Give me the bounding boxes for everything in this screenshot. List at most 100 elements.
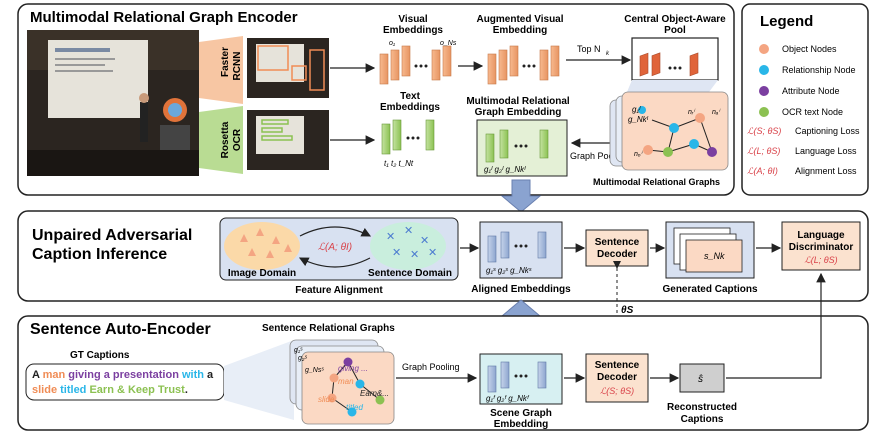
svg-text:g₁ᴵ: g₁ᴵ bbox=[632, 105, 641, 114]
inference-title-2: Caption Inference bbox=[32, 246, 167, 263]
caption-word-1-1: titled bbox=[60, 384, 89, 396]
text-embeddings-label-1: Text bbox=[400, 91, 420, 102]
arrow-reconstructed-to-discriminator bbox=[726, 272, 826, 379]
rosetta-ocr-block bbox=[199, 106, 243, 174]
augmented-label-1: Augmented Visual bbox=[476, 14, 563, 25]
ae-graph-pooling-label: Graph Pooling bbox=[402, 362, 460, 372]
augmented-label-2: Embedding bbox=[493, 25, 547, 36]
discriminator-label-1: Language bbox=[797, 230, 845, 241]
aligned-sub-labels: g₁ˢ g₂ˢ g_Nkˢ bbox=[486, 266, 532, 275]
caption-word-1-2: Earn & Keep Trust bbox=[89, 384, 185, 396]
generated-card-front bbox=[685, 239, 743, 273]
caption-word-0-1: man bbox=[43, 369, 69, 381]
ae-decoder-label-1: Sentence bbox=[595, 360, 640, 371]
mrg-embedding-label-1: Multimodal Relational bbox=[466, 96, 570, 107]
alignment-loss: ℒ(A; θI) bbox=[318, 242, 352, 253]
visual-embedding-bars bbox=[379, 45, 452, 85]
theta-label: θS bbox=[621, 305, 634, 316]
text-embedding-bars bbox=[381, 119, 435, 155]
image-domain-label: Image Domain bbox=[228, 268, 296, 279]
encoder-title: Multimodal Relational Graph Encoder bbox=[30, 9, 298, 26]
inference-decoder-box bbox=[585, 229, 649, 267]
autoencoder-title: Sentence Auto-Encoder bbox=[30, 321, 211, 338]
svg-text:nᵣⁱ: nᵣⁱ bbox=[688, 108, 696, 116]
multimodal-relational-graphs: g₁ᴵ g_Nkᴵ nᵣⁱ nₐⁱ nₒⁱ bbox=[609, 91, 729, 171]
inference-decoder-label-2: Decoder bbox=[597, 249, 637, 260]
central-pool-label-2: Pool bbox=[664, 25, 686, 36]
caption-word-1-0: slide bbox=[32, 384, 60, 396]
faster-rcnn-block bbox=[199, 36, 243, 104]
ae-decoder-box bbox=[585, 353, 649, 403]
legend-dot-0 bbox=[759, 44, 769, 54]
gt-captions-label: GT Captions bbox=[70, 350, 130, 361]
visual-embeddings-label-2: Embeddings bbox=[383, 25, 443, 36]
legend-loss-math-0: ℒ(S; θS) bbox=[747, 126, 781, 136]
aligned-embeddings-label: Aligned Embeddings bbox=[471, 284, 571, 295]
node-word-titled: titled bbox=[346, 403, 363, 412]
svg-text:✕: ✕ bbox=[410, 249, 419, 261]
node-word-slide: slide bbox=[318, 395, 335, 404]
rosetta-label-2: OCR bbox=[232, 128, 243, 151]
legend-loss-label-2: Alignment Loss bbox=[795, 166, 857, 176]
generated-card-label: s_Nk bbox=[704, 251, 725, 261]
caption-word-0-4: a bbox=[207, 369, 214, 381]
svg-text:✕: ✕ bbox=[392, 247, 401, 259]
aligned-embedding-bars bbox=[487, 231, 547, 263]
ocr-thumbnail bbox=[247, 110, 329, 170]
legend-dot-2 bbox=[759, 86, 769, 96]
legend-loss-math-1: ℒ(L; θS) bbox=[747, 146, 780, 156]
legend-title: Legend bbox=[760, 13, 813, 30]
top-nk-subscript: k bbox=[606, 51, 610, 57]
svg-text:g₁ˢ: g₁ˢ bbox=[294, 347, 303, 354]
inference-title-1: Unpaired Adversarial bbox=[32, 227, 192, 244]
sentence-graphs-label: Sentence Relational Graphs bbox=[262, 323, 395, 334]
scene-sub-labels: g₁ᶠ g₂ᶠ g_Nkᶠ bbox=[486, 394, 530, 403]
discriminator-loss: ℒ(L; θS) bbox=[804, 255, 837, 265]
legend-dot-1 bbox=[759, 65, 769, 75]
reconstructed-symbol: ŝ bbox=[698, 374, 703, 385]
svg-text:g_Nsˢ: g_Nsˢ bbox=[305, 367, 324, 374]
visual-embeddings-label-1: Visual bbox=[398, 14, 427, 25]
scene-embedding-label-2: Embedding bbox=[494, 419, 548, 430]
legend-loss-math-2: ℒ(A; θI) bbox=[747, 166, 778, 176]
node-word-earn: Earn&... bbox=[360, 389, 389, 398]
faster-rcnn-label-1: Faster bbox=[220, 47, 231, 77]
mrg-label: Multimodal Relational Graphs bbox=[593, 177, 720, 187]
mrg-embedding-label-2: Graph Embedding bbox=[475, 107, 562, 118]
legend-label-3: OCR text Node bbox=[782, 107, 843, 117]
legend-loss-label-1: Language Loss bbox=[795, 146, 857, 156]
visual-sub-1: o₁ bbox=[389, 40, 396, 47]
scene-embedding-bars bbox=[487, 361, 547, 393]
feature-alignment-label: Feature Alignment bbox=[295, 285, 383, 296]
svg-text:nₐⁱ: nₐⁱ bbox=[712, 108, 721, 116]
reconstructed-label-2: Captions bbox=[681, 414, 724, 425]
node-word-giving: giving ... bbox=[338, 364, 368, 373]
mrg-embedding-bars bbox=[485, 129, 549, 163]
central-pool-label-1: Central Object-Aware bbox=[624, 14, 726, 25]
rcnn-thumbnail bbox=[247, 38, 329, 98]
node-word-man: man bbox=[338, 377, 354, 386]
legend-label-1: Relationship Node bbox=[782, 65, 856, 75]
svg-text:g_Nkᴵ: g_Nkᴵ bbox=[628, 115, 649, 124]
augmented-embedding-bars bbox=[487, 45, 560, 85]
caption-word-0-3: with bbox=[181, 369, 207, 381]
caption-word-1-3: . bbox=[185, 384, 188, 396]
text-sub-labels: t₁ t₂ t_Nt bbox=[384, 159, 414, 168]
conference-photo bbox=[27, 30, 199, 176]
sentence-relational-graphs: g₁ˢ g₂ˢ g_Nsˢ bbox=[289, 339, 395, 425]
legend-label-0: Object Nodes bbox=[782, 44, 837, 54]
gt-caption-line-1: A man giving a presentation with a bbox=[32, 369, 214, 381]
reconstructed-label-1: Reconstructed bbox=[667, 402, 737, 413]
central-pool-bars bbox=[639, 52, 699, 77]
encoder-graph-pooling-label: Graph Pooling bbox=[570, 151, 628, 161]
svg-text:✕: ✕ bbox=[428, 247, 437, 259]
legend-panel bbox=[741, 3, 869, 196]
top-nk-label: Top N bbox=[577, 44, 601, 54]
svg-text:✕: ✕ bbox=[404, 225, 413, 237]
rosetta-label-1: Rosetta bbox=[220, 121, 231, 158]
legend-label-2: Attribute Node bbox=[782, 86, 840, 96]
sentence-domain-label: Sentence Domain bbox=[368, 268, 452, 279]
gt-caption-line-2: slide titled Earn & Keep Trust. bbox=[32, 384, 188, 396]
